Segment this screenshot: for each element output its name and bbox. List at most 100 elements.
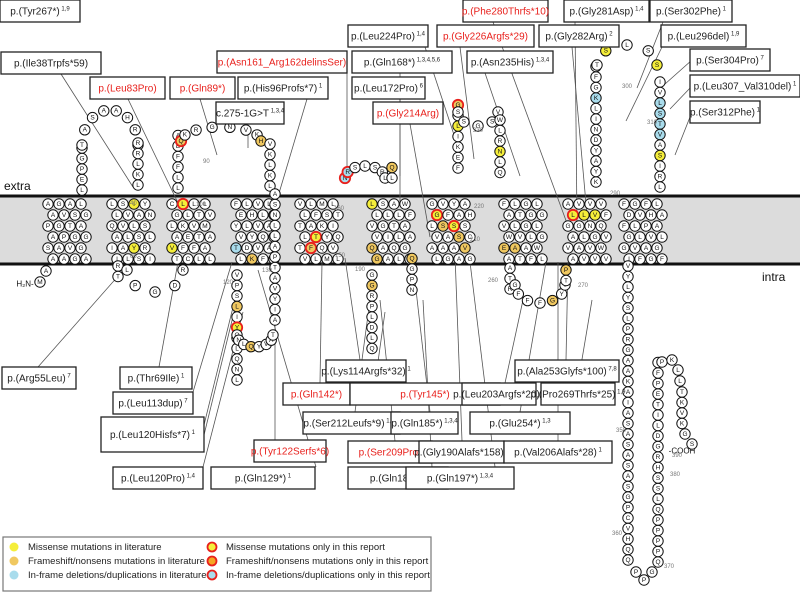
residue-letter: R <box>656 454 661 461</box>
residue-letter: N <box>236 337 241 344</box>
residue-letter: A <box>513 245 518 252</box>
residue-letter: Q <box>248 343 253 350</box>
residue: P <box>638 574 650 586</box>
residue: H <box>246 209 258 221</box>
residue-letter: W <box>598 245 605 252</box>
residue-letter: D <box>370 324 375 331</box>
residue: R <box>494 135 506 147</box>
residue-letter: S <box>604 48 609 55</box>
residue-letter: A <box>524 245 529 252</box>
residue-letter: I <box>149 256 151 263</box>
residue-circle <box>509 198 521 210</box>
residue: N <box>584 220 596 232</box>
residue-letter: L <box>176 185 180 192</box>
residue: V <box>235 231 247 243</box>
residue: V <box>117 220 129 232</box>
residue: A <box>640 242 652 254</box>
residue-letter: K <box>594 95 599 102</box>
residue: S <box>622 302 634 314</box>
residue: L <box>566 208 580 222</box>
mutation-label-text: p.(Ser304Pro) 7 <box>696 56 764 67</box>
residue-letter: L <box>658 100 662 107</box>
legend-text: Frameshift/nonsens mutations only in thi… <box>226 556 429 567</box>
residue: R <box>129 124 141 136</box>
mutation-label: p.(Ser212Leufs*9) 1,7,9 <box>302 411 401 435</box>
residue: L <box>204 253 216 265</box>
residue: L <box>241 220 253 232</box>
residue-letter: S <box>235 293 240 300</box>
residue-circle <box>47 231 59 243</box>
residue: Y <box>269 293 281 305</box>
residue-letter: L <box>656 496 660 503</box>
residue-letter: V <box>496 109 501 116</box>
residue-letter: L <box>397 256 401 263</box>
mutation-label: p.(Leu113dup) 7 <box>112 391 194 415</box>
residue-letter: L <box>125 267 129 274</box>
residue-circle <box>366 198 378 210</box>
residue: Q <box>622 554 634 566</box>
residue-letter: R <box>181 267 186 274</box>
residue: T <box>267 329 279 341</box>
residue-letter: G <box>625 494 630 501</box>
residue-letter: T <box>116 273 120 280</box>
mutation-label-text: p.(Arg55Leu) 7 <box>7 374 71 385</box>
residue-letter: M <box>324 256 329 263</box>
residue-letter: S <box>463 223 468 230</box>
residue-circle <box>69 231 81 243</box>
residue-circle <box>144 231 156 243</box>
residue-letter: V <box>121 223 126 230</box>
residue-circle <box>193 253 205 265</box>
connector-line <box>669 85 693 110</box>
residue: L <box>622 312 634 325</box>
residue-letter: V <box>649 234 654 241</box>
residue: Y <box>622 291 634 304</box>
mutation-label-text: p.(Gln142*) <box>291 390 342 401</box>
residue-letter: L <box>658 184 662 191</box>
residue-circle <box>472 120 484 132</box>
legend-item: In-frame deletions/duplications in liter… <box>9 570 206 581</box>
residue-letter: K <box>320 223 325 230</box>
residue: L <box>264 180 276 192</box>
mutation-label-box <box>169 76 236 100</box>
connector-line <box>344 257 361 361</box>
residue-circle <box>600 253 612 265</box>
residue-circle <box>562 242 574 254</box>
mutation-label: p.(Ser304Pro) 7 <box>689 48 771 72</box>
residue: I <box>652 409 664 421</box>
residue: V <box>371 231 383 243</box>
residue-letter: A <box>114 108 119 115</box>
residue-letter: Q <box>497 169 502 176</box>
residue-circle <box>371 209 383 221</box>
residue-circle <box>257 209 269 221</box>
residue-circle <box>64 220 76 232</box>
residue-letter: A <box>626 431 631 438</box>
residue-circle <box>573 242 585 254</box>
residue-letter: G <box>565 223 570 230</box>
residue: N <box>269 209 281 221</box>
residue: P <box>652 514 664 526</box>
residue: L <box>536 253 548 265</box>
mutation-label-box <box>405 466 515 490</box>
residue-letter: L <box>136 182 140 189</box>
residue: A <box>622 407 634 419</box>
residue: L <box>132 179 144 191</box>
residue: L <box>327 198 339 210</box>
residue: A <box>133 209 145 221</box>
residue: L <box>525 231 537 243</box>
residue: V <box>204 209 216 221</box>
residue-circle <box>299 253 311 265</box>
residue-letter: P <box>644 223 648 230</box>
residue-letter: V <box>303 256 308 263</box>
residue: N <box>494 145 506 158</box>
residue: L <box>494 156 506 168</box>
residue-letter: A <box>626 410 631 417</box>
residue: F <box>498 198 510 210</box>
residue-letter: V <box>626 525 631 532</box>
residue: D <box>590 134 602 146</box>
residue: A <box>459 198 471 210</box>
residue-letter: I <box>457 133 459 140</box>
mutation-label: p.(Ile38Trpfs*59) <box>0 51 102 75</box>
residue-letter: V <box>208 212 213 219</box>
residue-circle <box>514 231 526 243</box>
residue-letter: G <box>649 569 654 576</box>
